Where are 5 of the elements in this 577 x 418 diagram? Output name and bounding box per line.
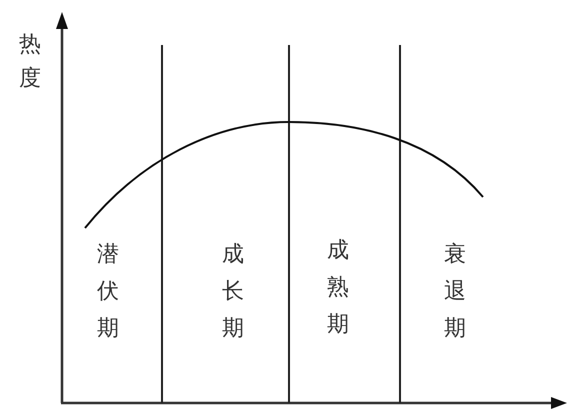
axis-label: 热度 — [18, 31, 42, 93]
phase-label: 潜伏期 — [96, 241, 120, 343]
phase-label: 衰退期 — [443, 241, 467, 343]
phase-label: 成长期 — [221, 241, 245, 343]
phase-label: 成熟期 — [326, 237, 350, 339]
